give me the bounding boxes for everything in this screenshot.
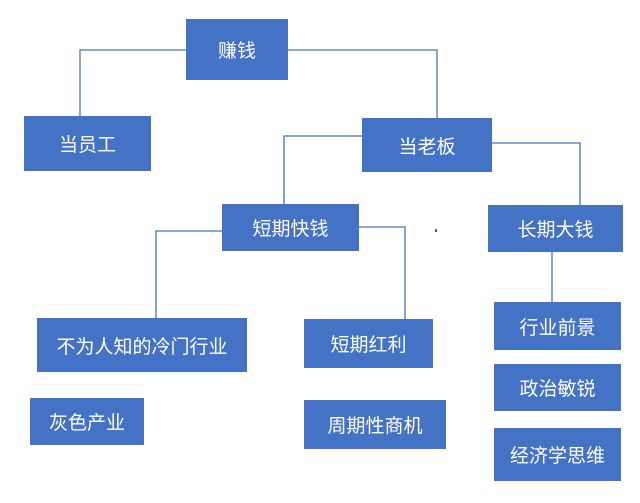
- connector-boss-short: [283, 135, 362, 204]
- node-niche-industry: 不为人知的冷门行业: [37, 318, 247, 372]
- connector-root-boss: [288, 49, 438, 118]
- connector-boss-long: [492, 142, 581, 205]
- node-root: 赚钱: [186, 19, 288, 80]
- node-industry-outlook-label: 行业前景: [519, 316, 596, 339]
- node-economic-thinking-label: 经济学思维: [509, 445, 605, 467]
- node-economic-thinking: 经济学思维: [494, 428, 621, 481]
- node-niche-industry-label: 不为人知的冷门行业: [56, 335, 228, 358]
- node-root-label: 赚钱: [217, 40, 256, 62]
- node-grey-industry-label: 灰色产业: [48, 412, 125, 434]
- node-cyclical-opportunity: 周期性商机: [304, 400, 446, 449]
- node-employee-label: 当员工: [58, 134, 116, 156]
- node-industry-outlook: 行业前景: [494, 302, 621, 350]
- node-grey-industry: 灰色产业: [30, 398, 144, 445]
- connector-short-dividend: [359, 226, 406, 319]
- node-political-acumen-label: 政治敏锐: [519, 378, 596, 400]
- node-short-dividend-label: 短期红利: [330, 334, 407, 356]
- connector-root-employee: [79, 49, 186, 116]
- node-short-term: 短期快钱: [222, 204, 359, 251]
- node-long-term: 长期大钱: [488, 205, 623, 252]
- node-employee: 当员工: [24, 116, 151, 171]
- node-political-acumen: 政治敏锐: [494, 364, 621, 411]
- node-long-term-label: 长期大钱: [517, 219, 594, 241]
- node-cyclical-opportunity-label: 周期性商机: [327, 415, 423, 437]
- node-boss: 当老板: [362, 118, 492, 172]
- node-short-term-label: 短期快钱: [252, 218, 329, 240]
- connector-short-niche: [155, 230, 222, 318]
- node-short-dividend: 短期红利: [304, 319, 433, 368]
- node-boss-label: 当老板: [398, 135, 456, 158]
- stray-dot: [435, 229, 437, 232]
